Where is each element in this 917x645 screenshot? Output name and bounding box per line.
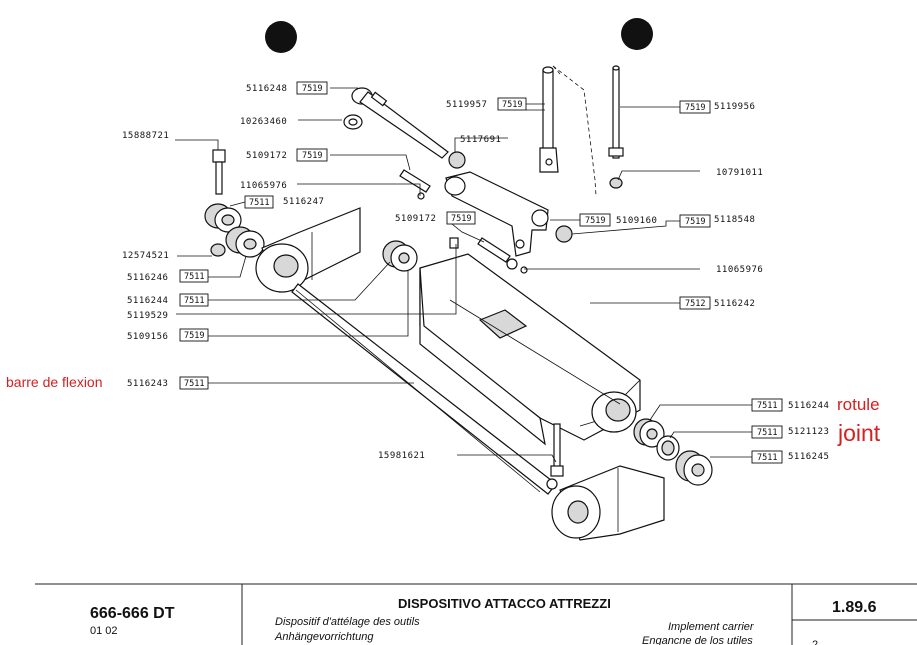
code-7519-d: 7519 [502, 100, 522, 110]
title-french: Dispositif d'attélage des outils [275, 616, 420, 628]
bracket-5109160-drawing [444, 171, 549, 257]
bushing-5117691-drawing [448, 151, 466, 169]
annotation-barre-de-flexion: barre de flexion [6, 374, 103, 390]
part-number-5116244-b: 5116244 [788, 401, 829, 411]
code-7511-b: 7511 [184, 272, 204, 282]
part-number-5121123: 5121123 [788, 427, 829, 437]
code-7519-g: 7519 [585, 216, 605, 226]
flex-bar-5116243-drawing [291, 283, 557, 495]
code-7511-a: 7511 [249, 198, 269, 208]
code-7511-e: 7511 [757, 401, 777, 411]
model-name: 666-666 DT [90, 605, 175, 622]
binder-hole-right [621, 18, 653, 50]
annotation-joint: joint [837, 420, 881, 446]
seal-5121123-drawing [656, 435, 680, 461]
code-7519-b: 7519 [302, 151, 322, 161]
part-number-5116244-a: 5116244 [127, 296, 168, 306]
title-spanish: Engancne de los utiles [642, 635, 753, 645]
part-number-5119956: 5119956 [714, 102, 755, 112]
bushing-5116246-drawing [225, 226, 265, 258]
title-block: 666-666 DT 01 02 DISPOSITIVO ATTACCO ATT… [35, 583, 917, 645]
bushing-5116247-drawing [204, 203, 242, 233]
pin-5109172-b-drawing [449, 237, 528, 274]
lift-arm-upper-drawing [255, 207, 361, 293]
title-english: Implement carrier [668, 621, 755, 633]
nut-12574521-drawing [210, 243, 226, 257]
part-labels: 5116248 7519 10263460 15888721 5109172 7… [122, 81, 829, 464]
leader-lines [175, 87, 752, 463]
part-number-5109160: 5109160 [616, 216, 657, 226]
title-german: Anhängevorrichtung [274, 631, 374, 643]
rod-5119957-drawing [539, 66, 559, 173]
bolt-5119956-drawing [608, 65, 624, 159]
part-number-5116242: 5116242 [714, 299, 755, 309]
part-number-11065976-b: 11065976 [716, 265, 763, 275]
part-number-5116245: 5116245 [788, 452, 829, 462]
code-7519-h: 7519 [685, 217, 705, 227]
part-drawings [204, 65, 713, 541]
part-number-5116243: 5116243 [127, 379, 168, 389]
part-number-5116247: 5116247 [283, 197, 324, 207]
binder-hole-left [265, 21, 297, 53]
code-7511-g: 7511 [757, 453, 777, 463]
dashed-assembly-line [552, 65, 597, 197]
code-7511-c: 7511 [184, 296, 204, 306]
part-number-12574521: 12574521 [122, 251, 169, 261]
part-number-5119529: 5119529 [127, 311, 168, 321]
code-7512: 7512 [685, 299, 705, 309]
part-number-5116246: 5116246 [127, 273, 168, 283]
model-sub: 01 02 [90, 625, 118, 637]
part-number-15981621: 15981621 [378, 451, 425, 461]
part-number-5119957: 5119957 [446, 100, 487, 110]
pin-5116248-drawing [351, 87, 449, 159]
pin-5109172-a-drawing [399, 169, 431, 200]
part-number-11065976-a: 11065976 [240, 181, 287, 191]
bolt-15888721-drawing [212, 149, 226, 195]
title-italian: DISPOSITIVO ATTACCO ATTREZZI [398, 596, 611, 611]
bolt-15981621-drawing [550, 423, 564, 477]
part-number-10791011: 10791011 [716, 168, 763, 178]
bushing-5109156-drawing [382, 240, 418, 272]
code-7519-a: 7519 [302, 84, 322, 94]
annotation-rotule: rotule [837, 395, 880, 414]
code-7519-c: 7519 [184, 331, 204, 341]
lift-arm-lower-drawing [546, 465, 665, 541]
part-number-5109172-b: 5109172 [395, 214, 436, 224]
code-7511-f: 7511 [757, 428, 777, 438]
part-number-5116248: 5116248 [246, 84, 287, 94]
bushing-5116244-right-drawing [633, 418, 665, 448]
code-7519-f: 7519 [451, 214, 471, 224]
bushing-5118548-drawing [555, 225, 573, 243]
part-number-5109172-a: 5109172 [246, 151, 287, 161]
sheet-number: 2 [812, 639, 818, 645]
part-number-10263460: 10263460 [240, 117, 287, 127]
part-number-5117691: 5117691 [460, 135, 501, 145]
part-number-5118548: 5118548 [714, 215, 755, 225]
bushing-5116245-drawing [675, 450, 713, 486]
part-number-15888721: 15888721 [122, 131, 169, 141]
page-number: 1.89.6 [832, 599, 877, 616]
carrier-body-5116242-drawing [419, 253, 641, 446]
code-7519-e: 7519 [685, 103, 705, 113]
part-number-5109156: 5109156 [127, 332, 168, 342]
code-7511-d: 7511 [184, 379, 204, 389]
nut-10791011-drawing [609, 177, 623, 189]
